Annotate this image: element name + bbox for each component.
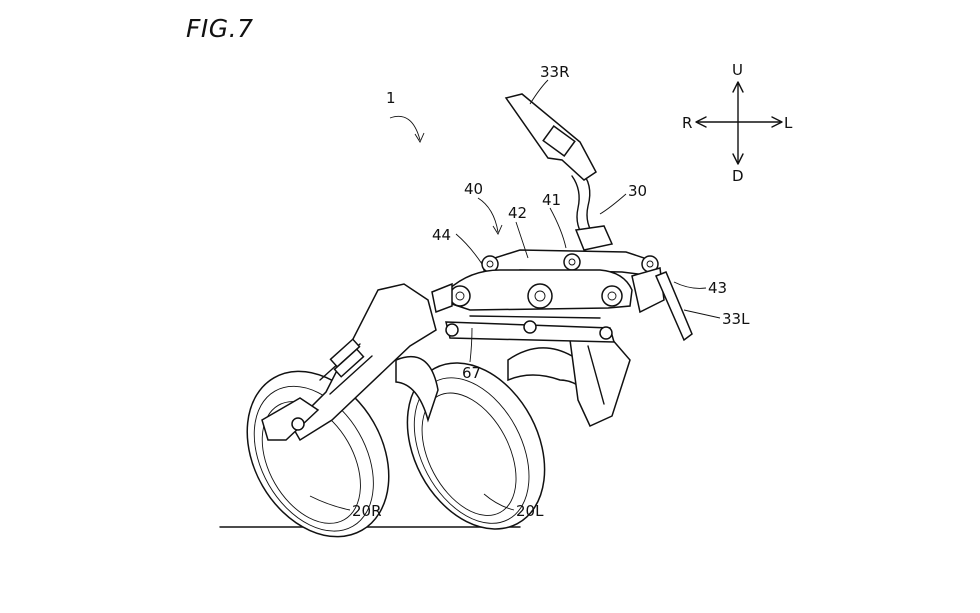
leader-lines <box>309 79 721 511</box>
linkage-mechanism <box>431 249 665 314</box>
lower-cross-member <box>445 315 616 343</box>
label-right-wheel: 20R <box>352 502 382 520</box>
label-left-grip: 33L <box>722 310 750 328</box>
label-side-member-43: 43 <box>708 279 727 297</box>
direction-down-label: D <box>732 167 744 185</box>
label-linkage: 40 <box>464 180 483 198</box>
right-wheel <box>246 370 390 538</box>
label-cross-member-41: 41 <box>542 191 561 209</box>
label-cross-member-42: 42 <box>508 204 527 222</box>
left-front-fork <box>569 329 631 427</box>
direction-up-label: U <box>732 61 743 79</box>
label-left-wheel: 20L <box>516 502 544 520</box>
direction-compass: U D R L <box>682 61 793 185</box>
label-handle: 30 <box>628 182 647 200</box>
label-side-member-44: 44 <box>432 226 451 244</box>
left-wheel <box>406 362 546 530</box>
right-front-fork <box>261 283 437 442</box>
label-right-grip: 33R <box>540 63 570 81</box>
figure-title: FIG.7 <box>186 14 254 43</box>
label-vehicle: 1 <box>386 89 396 107</box>
direction-left-label: L <box>784 114 793 132</box>
handlebar <box>504 93 693 342</box>
direction-right-label: R <box>682 114 692 132</box>
right-fender <box>395 355 439 423</box>
label-part-67: 67 <box>462 364 481 382</box>
